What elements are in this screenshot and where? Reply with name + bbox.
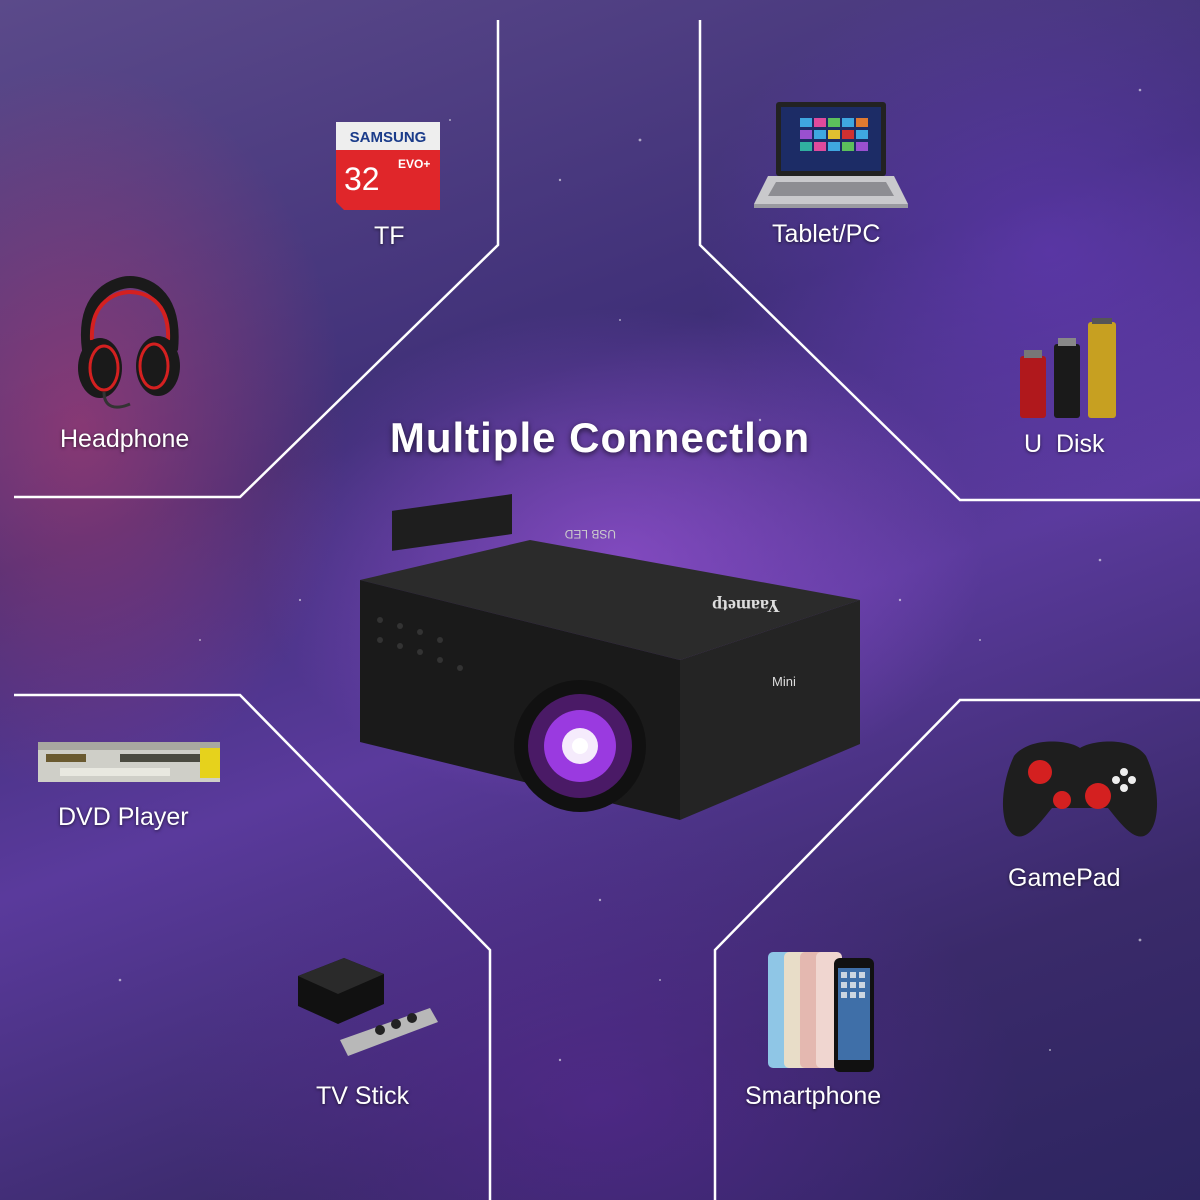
label-u-disk: U Disk	[1024, 430, 1105, 458]
label-smartphone: Smartphone	[745, 1082, 882, 1110]
line-bottom-right	[713, 698, 1200, 1200]
label-tf: TF	[374, 222, 405, 250]
label-tablet-pc: Tablet/PC	[772, 220, 881, 248]
label-gamepad: GamePad	[1008, 864, 1121, 892]
label-dvd-player: DVD Player	[58, 803, 189, 831]
label-headphone: Headphone	[60, 425, 190, 453]
starfield	[118, 88, 1142, 1062]
line-top-right	[698, 20, 1200, 502]
line-bottom-left	[14, 693, 492, 1200]
page-title: Multiple Connectlon	[389, 414, 811, 461]
label-tv-stick: TV Stick	[316, 1082, 410, 1110]
line-top-left	[14, 20, 500, 499]
